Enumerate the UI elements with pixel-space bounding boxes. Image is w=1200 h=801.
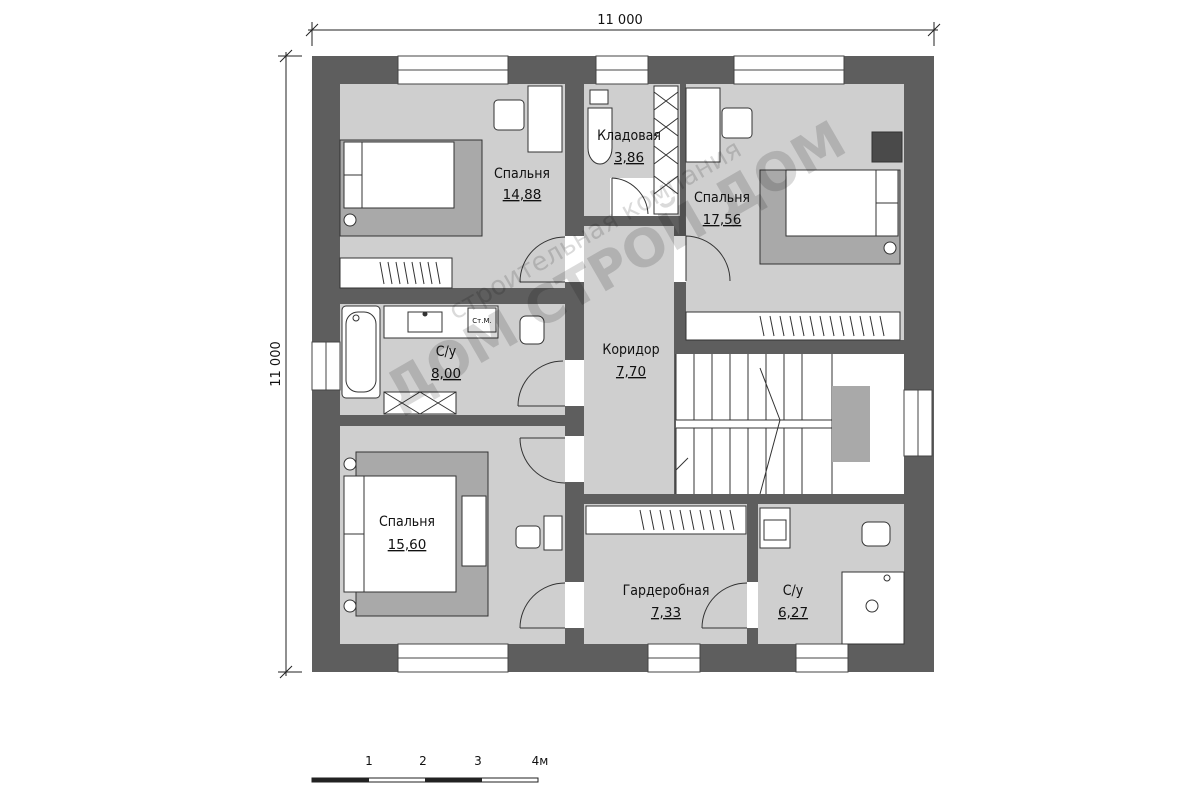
- windows: [311, 55, 933, 673]
- chair-sw: [515, 525, 541, 549]
- doors: [517, 177, 758, 629]
- scale-tick-3: 3: [474, 754, 482, 768]
- scale-tick-1: 1: [365, 754, 373, 768]
- tv-unit: [871, 131, 903, 163]
- room-name-wardrobe: Гардеробная: [623, 583, 710, 599]
- chair-ne: [721, 107, 753, 139]
- room-name-storage: Кладовая: [597, 128, 661, 144]
- room-labels: Спальня 14,88 Кладовая 3,86 Спальня 17,5…: [379, 128, 808, 621]
- water-heater: [587, 107, 613, 165]
- scale-tick-2: 2: [419, 754, 427, 768]
- desk-ne: [685, 87, 721, 163]
- room-area-bathroom-w: 8,00: [431, 366, 461, 382]
- desk: [527, 85, 563, 153]
- room-name-bathroom-w: С/у: [436, 344, 457, 360]
- dimension-lines: [278, 22, 941, 679]
- toilet-e: [861, 521, 891, 547]
- scale-bar: 1 2 3 4м: [311, 754, 549, 783]
- furniture-storage: [587, 85, 679, 215]
- chair: [493, 99, 525, 131]
- room-name-bathroom-e: С/у: [783, 583, 804, 599]
- room-area-storage: 3,86: [614, 150, 644, 166]
- scale-tick-4: 4м: [532, 754, 549, 768]
- furniture-wardrobe: [585, 505, 747, 535]
- width-dimension-label: 11 000: [597, 13, 643, 28]
- room-area-bedroom-nw: 14,88: [503, 187, 542, 203]
- room-area-wardrobe: 7,33: [651, 605, 681, 621]
- nightstand-lamp-ne: [883, 241, 897, 255]
- height-dimension-label: 11 000: [269, 341, 284, 387]
- dresser: [461, 495, 487, 567]
- nightstand-lamp-sw-2: [343, 599, 357, 613]
- wardrobe-closet-ne: [685, 311, 901, 341]
- room-corridor: [584, 226, 674, 494]
- nightstand-lamp-sw-1: [343, 457, 357, 471]
- wardrobe-rail: [585, 505, 747, 535]
- washing-machine: [467, 307, 497, 333]
- room-area-bedroom-sw: 15,60: [388, 537, 427, 553]
- staircase: [675, 354, 904, 495]
- toilet-w: [519, 315, 545, 345]
- room-area-corridor: 7,70: [616, 364, 646, 380]
- furniture-bedroom-nw: [339, 85, 563, 289]
- washer-label: Ст.М.: [472, 317, 491, 325]
- room-name-bedroom-nw: Спальня: [494, 166, 550, 182]
- boiler: [589, 89, 609, 105]
- furniture-bedroom-sw: [343, 451, 563, 617]
- room-name-bedroom-sw: Спальня: [379, 514, 435, 530]
- furniture-bathroom-w: [341, 305, 545, 415]
- furniture-bedroom-ne: [685, 87, 903, 341]
- room-name-bedroom-ne: Спальня: [694, 190, 750, 206]
- desk-sw: [543, 515, 563, 551]
- room-area-bathroom-e: 6,27: [778, 605, 808, 621]
- furniture-bathroom-e: [759, 507, 905, 645]
- room-area-bedroom-ne: 17,56: [703, 212, 742, 228]
- room-name-corridor: Коридор: [602, 342, 659, 358]
- nightstand-lamp: [343, 213, 357, 227]
